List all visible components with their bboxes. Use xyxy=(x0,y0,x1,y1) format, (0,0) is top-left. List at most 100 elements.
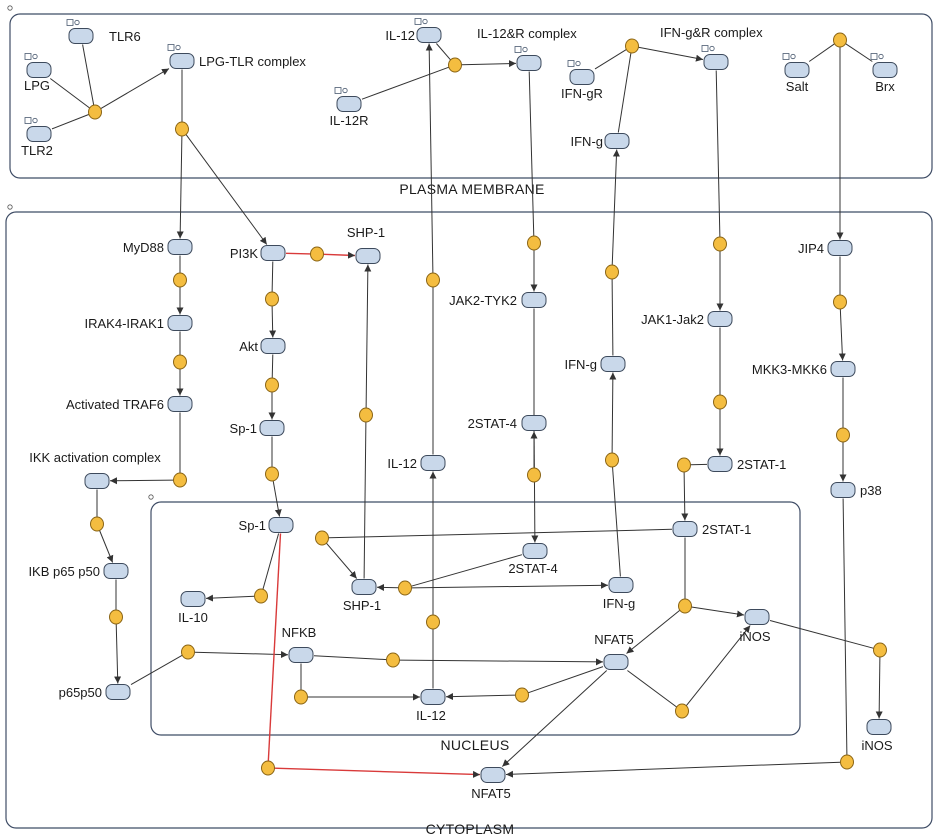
species-node-p38[interactable]: p38 xyxy=(830,482,882,499)
process-node[interactable] xyxy=(398,580,412,596)
species-shape[interactable] xyxy=(703,54,729,70)
species-shape[interactable] xyxy=(26,62,52,78)
species-shape[interactable] xyxy=(103,563,129,579)
species-shape[interactable] xyxy=(569,69,595,85)
process-node[interactable] xyxy=(386,652,400,668)
species-shape[interactable] xyxy=(180,591,206,607)
process-node[interactable] xyxy=(254,588,268,604)
species-shape[interactable] xyxy=(351,579,377,595)
species-node-jak2[interactable]: JAK2-TYK2 xyxy=(449,292,547,309)
species-shape[interactable] xyxy=(522,543,548,559)
process-node[interactable] xyxy=(677,457,691,473)
species-node-il10[interactable]: IL-10 xyxy=(178,591,208,626)
species-shape[interactable] xyxy=(672,521,698,537)
species-node-il12m[interactable]: IL-12 xyxy=(385,18,442,44)
process-node[interactable] xyxy=(315,530,329,546)
species-shape[interactable] xyxy=(521,415,547,431)
species-shape[interactable] xyxy=(167,315,193,331)
species-shape[interactable] xyxy=(608,577,634,593)
process-node[interactable] xyxy=(625,38,639,54)
process-node[interactable] xyxy=(265,377,279,393)
species-node-p65[interactable]: p65p50 xyxy=(59,684,131,701)
process-node[interactable] xyxy=(88,104,102,120)
process-node[interactable] xyxy=(261,760,275,776)
process-node[interactable] xyxy=(426,272,440,288)
species-shape[interactable] xyxy=(355,248,381,264)
species-node-ikb[interactable]: IKB p65 p50 xyxy=(28,563,129,580)
species-node-brx[interactable]: Brx xyxy=(870,53,898,95)
species-shape[interactable] xyxy=(480,767,506,783)
process-node[interactable] xyxy=(448,57,462,73)
process-node[interactable] xyxy=(527,467,541,483)
species-node-lpg[interactable]: LPG xyxy=(24,53,52,94)
species-shape[interactable] xyxy=(707,456,733,472)
process-node[interactable] xyxy=(833,294,847,310)
process-node[interactable] xyxy=(527,235,541,251)
process-node[interactable] xyxy=(840,754,854,770)
species-node-inosc[interactable]: iNOS xyxy=(861,719,893,754)
process-node[interactable] xyxy=(713,236,727,252)
species-shape[interactable] xyxy=(744,609,770,625)
species-shape[interactable] xyxy=(830,482,856,498)
process-node[interactable] xyxy=(605,264,619,280)
species-shape[interactable] xyxy=(68,28,94,44)
species-shape[interactable] xyxy=(167,396,193,412)
process-node[interactable] xyxy=(173,472,187,488)
species-shape[interactable] xyxy=(830,361,856,377)
species-node-tlr6[interactable]: TLR6 xyxy=(66,19,141,45)
species-shape[interactable] xyxy=(420,689,446,705)
species-shape[interactable] xyxy=(26,126,52,142)
species-shape[interactable] xyxy=(866,719,892,735)
species-shape[interactable] xyxy=(420,455,446,471)
species-node-ifngn[interactable]: IFN-g xyxy=(603,577,636,612)
process-node[interactable] xyxy=(675,703,689,719)
species-node-ifngc[interactable]: IFN-g xyxy=(565,356,626,373)
species-shape[interactable] xyxy=(169,53,195,69)
species-node-jak1[interactable]: JAK1-Jak2 xyxy=(641,311,733,328)
species-node-il12c[interactable]: IL-12 xyxy=(387,455,446,472)
species-node-ifngrc[interactable]: IFN-g&R complex xyxy=(660,25,763,70)
species-node-traf6[interactable]: Activated TRAF6 xyxy=(66,396,193,413)
species-node-shp1c[interactable]: SHP-1 xyxy=(347,225,385,264)
species-shape[interactable] xyxy=(600,356,626,372)
species-node-il12rc[interactable]: IL-12&R complex xyxy=(477,26,577,71)
species-shape[interactable] xyxy=(260,338,286,354)
species-node-stat1c[interactable]: 2STAT-1 xyxy=(707,456,786,473)
species-node-ifngm[interactable]: IFN-g xyxy=(571,133,630,150)
species-shape[interactable] xyxy=(84,473,110,489)
species-shape[interactable] xyxy=(336,96,362,112)
process-node[interactable] xyxy=(173,272,187,288)
process-node[interactable] xyxy=(515,687,529,703)
process-node[interactable] xyxy=(678,598,692,614)
species-node-il12n[interactable]: IL-12 xyxy=(416,689,446,724)
species-node-jip4[interactable]: JIP4 xyxy=(798,240,853,257)
species-node-mkk[interactable]: MKK3-MKK6 xyxy=(752,361,856,378)
process-node[interactable] xyxy=(265,466,279,482)
species-shape[interactable] xyxy=(603,654,629,670)
species-node-shp1n[interactable]: SHP-1 xyxy=(343,579,381,614)
species-node-sp1n[interactable]: Sp-1 xyxy=(239,517,294,534)
species-shape[interactable] xyxy=(784,62,810,78)
species-shape[interactable] xyxy=(707,311,733,327)
process-node[interactable] xyxy=(713,394,727,410)
process-node[interactable] xyxy=(265,291,279,307)
species-node-ikk[interactable]: IKK activation complex xyxy=(29,450,161,489)
species-node-lpgtlr[interactable]: LPG-TLR complex xyxy=(167,44,306,70)
species-shape[interactable] xyxy=(872,62,898,78)
process-node[interactable] xyxy=(359,407,373,423)
species-node-ifngr[interactable]: IFN-gR xyxy=(561,60,603,102)
process-node[interactable] xyxy=(181,644,195,660)
species-node-stat4c[interactable]: 2STAT-4 xyxy=(468,415,547,432)
process-node[interactable] xyxy=(294,689,308,705)
process-node[interactable] xyxy=(426,614,440,630)
species-node-nfkb[interactable]: NFKB xyxy=(282,625,317,663)
process-node[interactable] xyxy=(605,452,619,468)
species-shape[interactable] xyxy=(827,240,853,256)
process-node[interactable] xyxy=(836,427,850,443)
species-shape[interactable] xyxy=(416,27,442,43)
species-node-inosn[interactable]: iNOS xyxy=(739,609,771,645)
species-node-il12r[interactable]: IL-12R xyxy=(329,87,369,129)
process-node[interactable] xyxy=(175,121,189,137)
species-shape[interactable] xyxy=(516,55,542,71)
species-node-nfat5n[interactable]: NFAT5 xyxy=(594,632,634,670)
